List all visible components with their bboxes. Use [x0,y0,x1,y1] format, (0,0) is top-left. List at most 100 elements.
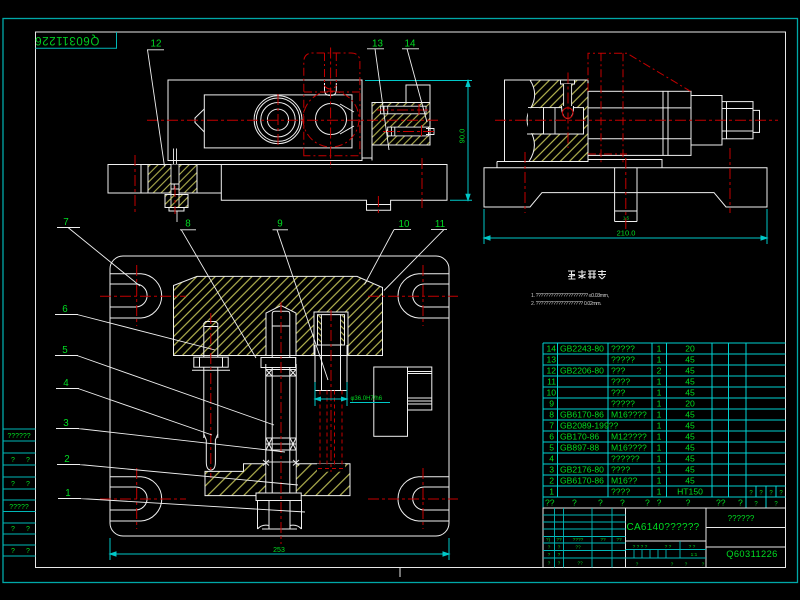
svg-text:??: ?? [545,498,555,508]
svg-text:?: ? [620,498,625,508]
svg-text:?: ? [754,502,758,508]
svg-text:4: 4 [549,454,554,464]
svg-text:M16????: M16???? [611,443,647,453]
svg-text:8: 8 [549,410,554,420]
svg-text:GB2176-80: GB2176-80 [560,465,604,475]
svg-text:?): ?) [546,537,551,543]
svg-text:13: 13 [546,355,556,365]
svg-text:1: 1 [657,344,662,354]
svg-text:?????: ????? [611,355,635,365]
svg-text:?????: ????? [611,344,635,354]
svg-text:?: ? [558,545,561,551]
svg-text:1: 1 [657,487,662,497]
svg-text:1: 1 [657,454,662,464]
svg-text:1: 1 [657,476,662,486]
svg-text:??????: ?????? [728,514,755,523]
svg-text:14: 14 [405,39,416,50]
svg-text:6: 6 [549,432,554,442]
svg-text:Q60311226: Q60311226 [726,549,778,559]
svg-text:GB170-86: GB170-86 [560,432,599,442]
svg-text:45: 45 [685,421,695,431]
svg-text:? ?: ? ? [689,544,696,550]
svg-text:?: ? [558,561,561,567]
svg-text:3: 3 [549,465,554,475]
svg-text:?: ? [685,562,688,568]
svg-text:?: ? [749,491,753,497]
svg-text:45: 45 [685,377,695,387]
svg-text:? ? ? ?: ? ? ? ? [633,544,648,550]
svg-text:???: ??? [611,366,626,376]
svg-text:M16??: M16?? [611,476,637,486]
svg-text:5: 5 [62,345,68,356]
svg-text:GB2089-199??: GB2089-199?? [560,421,619,431]
svg-text:1:1: 1:1 [691,552,698,558]
svg-text:?: ? [26,548,30,555]
svg-text:4: 4 [63,378,69,389]
svg-text:? ?: ? ? [665,544,672,550]
svg-text:20: 20 [685,399,695,409]
svg-text:210.0: 210.0 [617,229,636,238]
svg-text:?: ? [11,548,15,555]
svg-text:1: 1 [657,399,662,409]
svg-text:45: 45 [685,476,695,486]
svg-text:M12????: M12???? [611,432,647,442]
svg-text:?: ? [572,498,577,508]
svg-text:1: 1 [657,355,662,365]
svg-text:?: ? [11,481,15,488]
svg-text:1: 1 [657,432,662,442]
svg-text:6: 6 [62,304,68,315]
svg-text:1: 1 [657,421,662,431]
svg-text:????: ???? [611,487,630,497]
svg-text:14: 14 [546,344,556,354]
svg-text:?: ? [774,502,778,508]
svg-text:?: ? [548,561,551,567]
svg-text:45: 45 [685,355,695,365]
svg-text:7: 7 [63,217,68,228]
svg-text:GB6170-86: GB6170-86 [560,476,604,486]
svg-text:?: ? [636,562,639,568]
svg-text:?: ? [657,498,662,508]
svg-text:11: 11 [435,219,445,230]
svg-text:8: 8 [185,219,191,230]
svg-text:????: ???? [611,465,630,475]
svg-text:7: 7 [549,421,554,431]
svg-text:45: 45 [685,388,695,398]
svg-text:45: 45 [685,366,695,376]
svg-text:?: ? [26,481,30,488]
svg-text:?: ? [779,491,783,497]
svg-text:??: ?? [556,537,562,543]
svg-text:45: 45 [685,410,695,420]
svg-text:?: ? [26,457,30,464]
svg-text:1: 1 [657,388,662,398]
svg-text:11: 11 [547,377,556,387]
svg-text:??: ?? [616,537,622,543]
svg-text:2: 2 [549,476,554,486]
svg-text:?: ? [671,562,674,568]
svg-text:?????: ????? [611,399,635,409]
svg-text:20: 20 [685,344,695,354]
svg-text:2: 2 [64,454,69,465]
svg-text:?: ? [702,562,705,568]
svg-text:?: ? [598,498,603,508]
svg-text:1: 1 [657,443,662,453]
svg-text:3: 3 [63,418,69,429]
svg-text:?: ? [26,526,30,533]
svg-text:??: ?? [577,561,583,567]
svg-text:GB2206-80: GB2206-80 [560,366,604,376]
svg-text:2: 2 [657,366,662,376]
svg-text:45: 45 [685,432,695,442]
svg-text:GB2243-80: GB2243-80 [560,344,604,354]
svg-text:??????: ?????? [611,454,640,464]
svg-text:12: 12 [151,39,162,50]
svg-text:1: 1 [65,488,70,499]
svg-text:GB897-88: GB897-88 [560,443,599,453]
svg-text:HT150: HT150 [677,487,703,497]
svg-text:??: ?? [716,498,726,508]
svg-text:2. ??????????????????? 0.02mm.: 2. ??????????????????? 0.02mm. [531,301,601,307]
svg-text:45: 45 [685,443,695,453]
svg-text:????: ???? [611,377,630,387]
svg-text:90.0: 90.0 [458,129,467,144]
svg-text:10: 10 [546,388,556,398]
svg-text:????: ???? [573,537,584,543]
svg-text:?: ? [11,457,15,464]
